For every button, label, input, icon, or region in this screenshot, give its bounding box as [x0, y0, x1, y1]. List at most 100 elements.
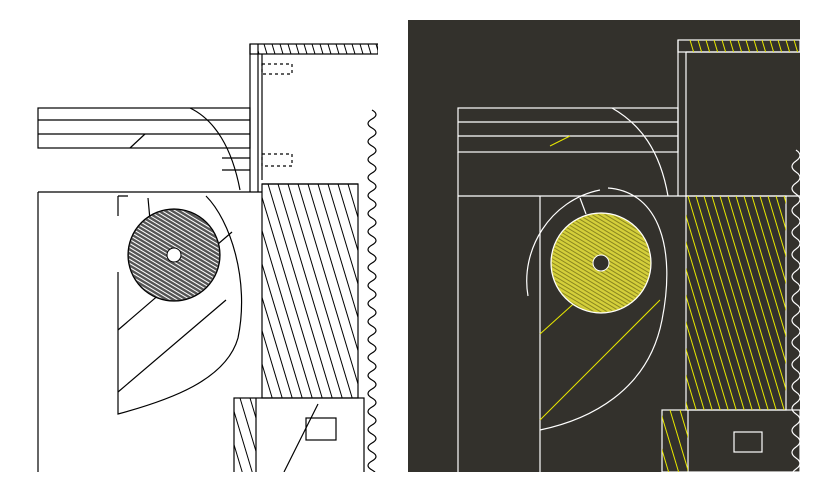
hatch-line: [824, 196, 833, 410]
hatch-line: [703, 196, 769, 410]
hatch-line: [311, 44, 316, 54]
hatch-line: [359, 44, 364, 54]
hatch-line: [552, 214, 650, 259]
hatch-line: [249, 398, 256, 420]
hatch-line: [343, 44, 348, 54]
hatch-line: [552, 281, 650, 312]
hatch-line: [552, 245, 650, 307]
left-arm-outer: [37, 107, 251, 149]
hatch-line: [129, 269, 219, 300]
wave-spring: [367, 109, 377, 472]
dark-outline-geometry: [457, 39, 800, 472]
hatch-line: [552, 214, 650, 239]
hatch-line: [129, 210, 219, 255]
hatch-line: [129, 253, 219, 300]
hatch-line: [793, 40, 799, 52]
bottom-hatch-fill: [662, 410, 688, 472]
hatch-line: [303, 44, 308, 54]
hatch-line: [729, 40, 735, 52]
hatch-line: [267, 184, 333, 398]
hatch-line: [552, 214, 650, 263]
hatch-line: [552, 214, 650, 243]
hatch-line: [687, 196, 753, 410]
hatch-line: [234, 409, 253, 472]
hatch-line: [335, 44, 340, 54]
left-arm-diagonal: [129, 133, 146, 149]
hatch-line: [129, 210, 219, 247]
dark-theme-panel: [408, 20, 833, 472]
hatch-line: [239, 398, 256, 454]
hatch-line: [705, 40, 711, 52]
light-theme-panel: [37, 43, 378, 472]
hatch-line: [735, 196, 786, 365]
hatch-line: [552, 241, 650, 303]
hatch-line: [727, 196, 786, 392]
hatch-line: [129, 210, 219, 243]
arm-curve: [611, 107, 669, 197]
hatch-line: [262, 262, 303, 398]
cam-lobe-inner-arc: [526, 189, 601, 297]
hatch-line: [745, 40, 751, 52]
hatch-line: [711, 196, 777, 410]
hatch-line: [287, 184, 353, 398]
hatch-line: [552, 285, 650, 312]
hatch-line: [713, 40, 719, 52]
hatch-line: [375, 44, 378, 53]
hatch-line: [337, 184, 358, 253]
hatch-line: [777, 40, 783, 52]
hatch-line: [669, 410, 688, 472]
hatch-line: [327, 44, 332, 54]
hatch-line: [307, 184, 358, 353]
hatch-line: [234, 442, 243, 472]
hatch-line: [129, 210, 219, 251]
arm-hatch-diagonal: [549, 135, 571, 147]
cam-diagonal-2: [117, 299, 227, 393]
arm-curve: [189, 107, 241, 191]
hatch-line: [319, 44, 324, 54]
hatch-line: [129, 273, 219, 300]
hatch-line: [129, 217, 219, 275]
hatch-line: [759, 196, 786, 285]
hatch-line: [743, 196, 786, 338]
hatch-line: [351, 44, 356, 54]
hatch-line: [129, 210, 219, 239]
hatch-line: [552, 221, 650, 283]
roller-axle-hole: [592, 254, 610, 272]
hatch-line: [737, 40, 743, 52]
light-hatch-regions: [234, 44, 378, 472]
hatch-line: [810, 40, 814, 52]
roller-edge: [550, 212, 652, 314]
hatch-line: [662, 414, 680, 472]
wave-spring: [791, 149, 800, 472]
hatched-block-fill: [262, 184, 358, 398]
hatch-line: [279, 44, 284, 54]
hatch-line: [552, 214, 650, 247]
hatch-line: [297, 184, 358, 386]
hatch-line: [686, 294, 721, 410]
hatch-line: [552, 265, 650, 312]
hatch-line: [129, 277, 219, 300]
hatch-line: [767, 196, 786, 258]
hatch-line: [271, 44, 276, 54]
hatch-line: [802, 40, 806, 52]
hatch-line: [277, 184, 343, 398]
cam-lobe-outline: [539, 187, 668, 431]
roller-edge: [127, 208, 221, 302]
hatch-line: [662, 448, 670, 472]
pocket-corner: [117, 195, 128, 216]
hatch-line: [686, 320, 713, 410]
hatch-line: [129, 261, 219, 300]
hatch-line: [129, 265, 219, 300]
hatch-line: [552, 261, 650, 312]
left-arm-outer: [457, 107, 679, 153]
hatch-line: [552, 214, 650, 251]
hatch-line: [552, 273, 650, 312]
bottom-hatch-fill: [234, 398, 256, 472]
hatched-block-fill: [686, 196, 833, 410]
bottom-diagonal: [283, 403, 319, 472]
hatch-line: [258, 48, 260, 54]
roller-axle-hole: [166, 247, 182, 263]
hatch-line: [129, 210, 219, 235]
hatch-line: [262, 295, 293, 398]
